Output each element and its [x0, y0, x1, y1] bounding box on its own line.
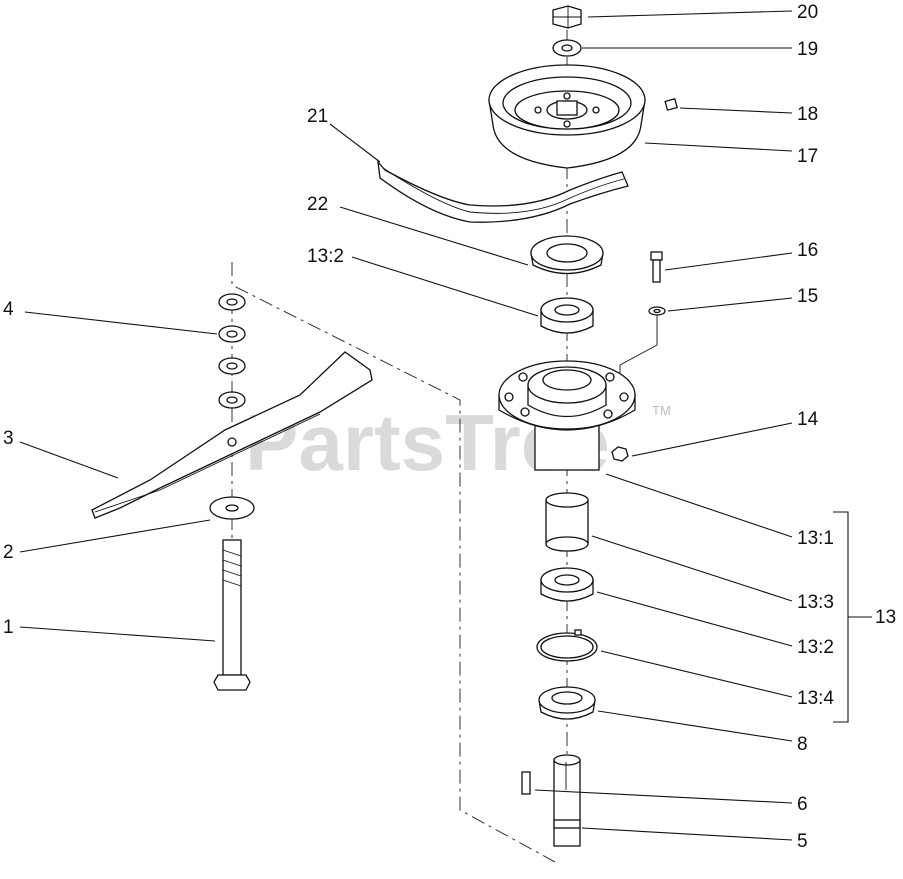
- blade-assembly-path-line: [231, 262, 556, 863]
- leader-2: [19, 519, 211, 553]
- leader-16: [664, 252, 793, 271]
- trademark-mark: TM: [652, 403, 671, 418]
- leader-17: [644, 142, 793, 152]
- callout-20: 20: [797, 2, 818, 23]
- leader-13-1: [605, 473, 793, 538]
- part-4-washers[interactable]: [218, 293, 246, 409]
- callout-22: 22: [307, 194, 328, 215]
- leader-5: [581, 827, 793, 841]
- leader-13-2: [596, 591, 793, 647]
- callout-21: 21: [307, 106, 328, 127]
- part-16-bolt[interactable]: [650, 251, 663, 283]
- leader-15: [667, 297, 793, 312]
- callout-5: 5: [797, 831, 808, 852]
- callout-1: 1: [3, 617, 14, 638]
- part-13-2-bearing[interactable]: [540, 567, 594, 602]
- leader-21: [329, 123, 381, 163]
- callout-13-3: 13:3: [797, 592, 834, 613]
- callout-17: 17: [797, 146, 818, 167]
- callout-4: 4: [3, 299, 14, 320]
- callout-8: 8: [797, 734, 808, 755]
- part-5-spindle-shaft[interactable]: [553, 754, 581, 847]
- callout-2: 2: [3, 542, 14, 563]
- leader-13-4: [600, 650, 793, 698]
- part-14-nut[interactable]: [611, 446, 629, 462]
- callout-18: 18: [797, 104, 818, 125]
- callout-13-2-top: 13:2: [307, 246, 344, 267]
- part-21-belt[interactable]: [377, 159, 629, 223]
- part-13-4-snap-ring[interactable]: [536, 629, 598, 662]
- callout-13-4: 13:4: [797, 688, 834, 709]
- leader-20: [587, 10, 793, 18]
- leader-8: [597, 710, 793, 742]
- leader-1: [19, 626, 216, 642]
- callout-13: 13: [875, 607, 896, 628]
- part-13-2-top-bearing[interactable]: [540, 297, 594, 334]
- leader-3: [19, 441, 119, 479]
- callout-13-1: 13:1: [797, 528, 834, 549]
- part-13-1-spindle-housing[interactable]: [498, 360, 636, 471]
- part-3-blade[interactable]: [91, 351, 373, 519]
- leader-13-3: [591, 535, 793, 602]
- callout-3: 3: [3, 428, 14, 449]
- leader-14: [631, 422, 793, 457]
- leader-22: [339, 206, 529, 266]
- leader-6: [534, 789, 793, 804]
- part-18-fitting[interactable]: [664, 98, 678, 111]
- bracket-13: [833, 511, 849, 723]
- callout-16: 16: [797, 240, 818, 261]
- callout-13-2: 13:2: [797, 637, 834, 658]
- part-8-seal[interactable]: [538, 686, 596, 720]
- leader-4: [24, 311, 218, 335]
- callout-6: 6: [797, 794, 808, 815]
- part-15-washer[interactable]: [648, 306, 666, 316]
- part-1-blade-bolt[interactable]: [213, 539, 251, 691]
- bolt-16-path-line: [619, 315, 658, 385]
- callout-15: 15: [797, 286, 818, 307]
- part-20-nut[interactable]: [552, 5, 582, 29]
- leader-13-2-top: [351, 256, 539, 317]
- leader-18: [679, 107, 793, 114]
- callout-14: 14: [797, 409, 819, 430]
- part-2-washer[interactable]: [209, 496, 255, 520]
- part-17-pulley[interactable]: [488, 64, 646, 169]
- callout-19: 19: [797, 39, 818, 60]
- part-6-key[interactable]: [521, 771, 531, 795]
- part-22-bearing-cup[interactable]: [530, 235, 604, 275]
- part-13-3-spacer[interactable]: [545, 492, 589, 552]
- part-19-washer[interactable]: [552, 39, 582, 57]
